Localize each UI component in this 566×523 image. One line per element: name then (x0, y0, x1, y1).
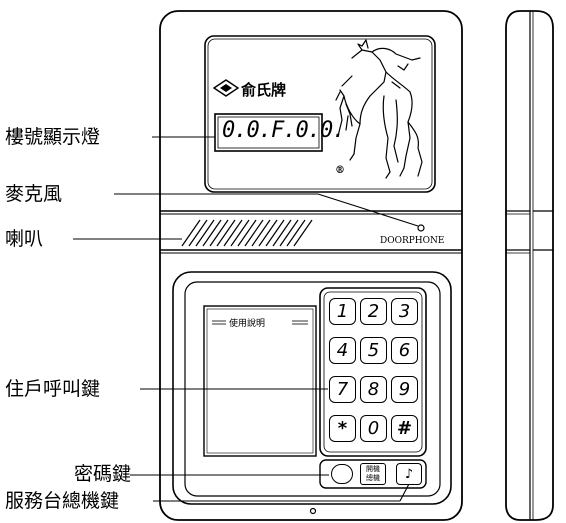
device-body-outline (159, 10, 463, 521)
logo-window-inner (207, 38, 433, 190)
callout-concierge-key: 服務台總機鍵 (5, 490, 120, 512)
password-key[interactable] (331, 464, 353, 484)
microphone-hole (417, 224, 425, 232)
callout-speaker: 喇叭 (5, 228, 44, 250)
doorphone-label: DOORPHONE (380, 236, 445, 246)
concierge-key[interactable]: ♪ (396, 463, 422, 485)
keypad-key-6[interactable]: 6 (391, 337, 418, 364)
keypad-key-5[interactable]: 5 (360, 337, 387, 364)
keypad-key-3[interactable]: 3 (391, 298, 418, 325)
callout-password-key: 密碼鍵 (74, 463, 132, 485)
lower-panel-outline (172, 271, 452, 505)
keypad-key-hash[interactable]: # (391, 415, 418, 442)
callout-resident-call-keys: 住戶呼叫鍵 (5, 378, 101, 400)
brand-diamond-icon (212, 79, 240, 97)
keypad-key-7[interactable]: 7 (329, 376, 356, 403)
floor-display-inner (217, 116, 320, 149)
instructions-label: 使用說明 (229, 319, 266, 329)
keypad-key-8[interactable]: 8 (360, 376, 387, 403)
leader-microphone-b (317, 193, 419, 227)
floor-display-frame (214, 113, 323, 152)
callout-microphone: 麥克風 (5, 183, 63, 205)
trunk-line-key[interactable]: 開機總機 (360, 463, 386, 485)
screw-hole (309, 507, 317, 515)
horse-illustration (335, 39, 423, 179)
function-key-strip (319, 459, 427, 489)
brand-name: 俞氏牌 (241, 81, 287, 99)
logo-window (204, 35, 436, 193)
keypad-key-4[interactable]: 4 (329, 337, 356, 364)
keypad-key-9[interactable]: 9 (391, 376, 418, 403)
keypad-bezel (319, 287, 427, 457)
music-note-icon: ♪ (404, 466, 414, 482)
instructions-card (203, 305, 317, 457)
keypad-key-0[interactable]: 0 (360, 415, 387, 442)
registered-mark: ® (335, 165, 345, 176)
keypad-key-2[interactable]: 2 (360, 298, 387, 325)
keypad-key-1[interactable]: 1 (329, 298, 356, 325)
keypad-bezel-inner (323, 291, 423, 453)
trunk-line-key-label: 開機總機 (366, 465, 380, 482)
instructions-card-inner (206, 308, 314, 454)
leader-concierge-b (399, 481, 411, 502)
speaker-grille (181, 219, 313, 247)
keypad-key-star[interactable]: * (329, 415, 356, 442)
callout-floor-display: 樓號顯示燈 (5, 126, 101, 148)
side-profile-view (505, 10, 554, 521)
floor-display-readout: 0.0.F.0.0. (222, 118, 345, 143)
